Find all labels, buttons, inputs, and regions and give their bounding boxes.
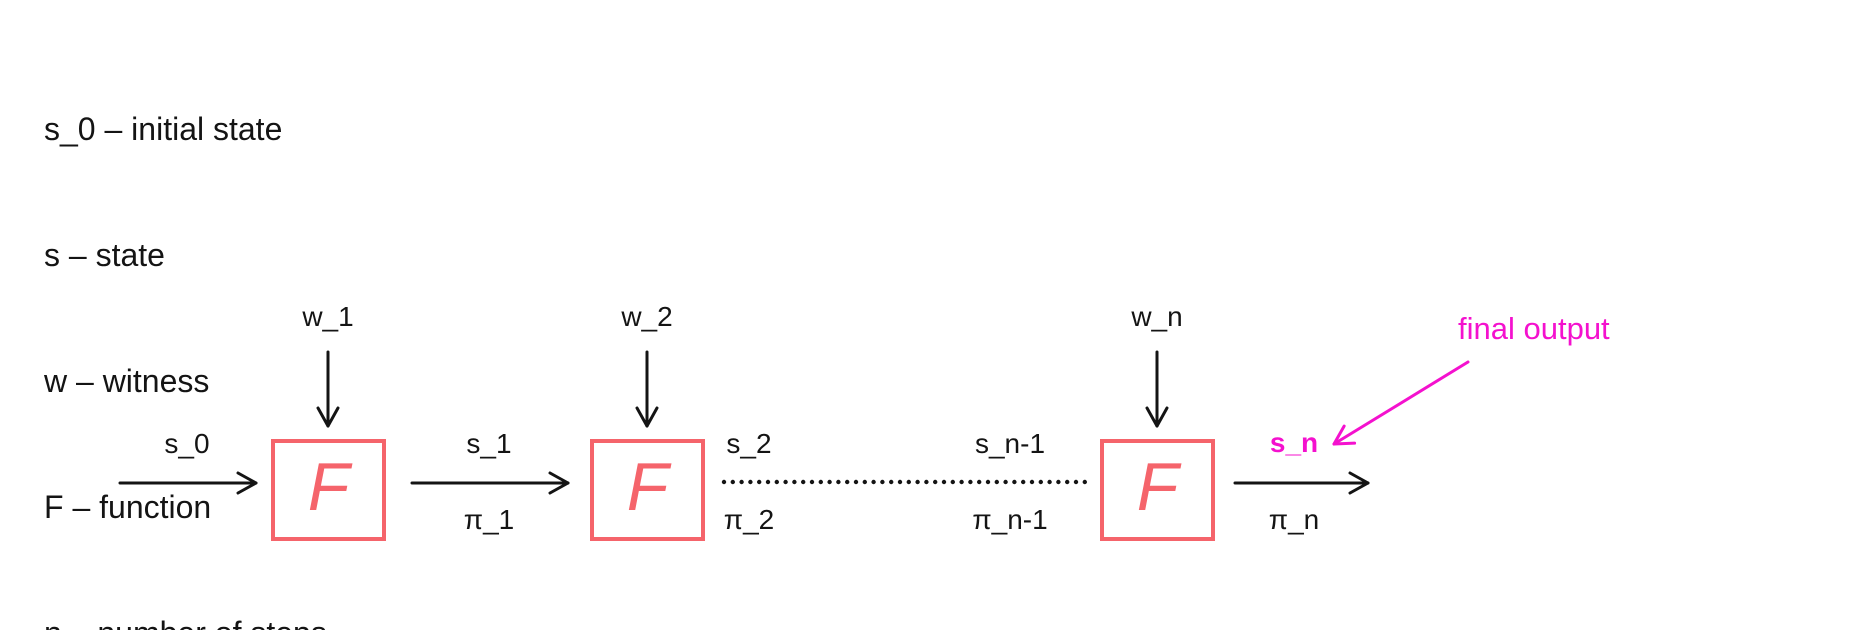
witness-label-wn: w_n xyxy=(1131,301,1183,332)
legend-line-initial-state: s_0 – initial state xyxy=(44,111,283,147)
legend-line-steps: n – number of steps xyxy=(44,612,327,630)
function-box-2-label: F xyxy=(626,449,669,525)
state-label-s2: s_2 xyxy=(726,428,772,459)
proof-label-pi2: π_2 xyxy=(723,504,775,535)
function-box-1-label: F xyxy=(307,449,350,525)
function-box-1: F xyxy=(271,439,386,541)
legend-line-function: F – function xyxy=(44,489,212,525)
function-box-n: F xyxy=(1100,439,1215,541)
state-label-sn-final: s_n xyxy=(1269,427,1319,458)
state-label-s0: s_0 xyxy=(164,428,210,459)
function-box-n-label: F xyxy=(1136,449,1179,525)
proof-label-pin-1: π_n-1 xyxy=(972,504,1048,535)
witness-label-w2: w_2 xyxy=(621,301,673,332)
state-label-s1: s_1 xyxy=(466,428,512,459)
legend-line-witness: w – witness xyxy=(44,363,210,399)
proof-label-pin: π_n xyxy=(1268,504,1320,535)
legend-line-state: s – state xyxy=(44,237,165,273)
final-output-arrow xyxy=(1332,360,1470,446)
witness-label-w1: w_1 xyxy=(302,301,354,332)
final-output-label: final output xyxy=(1458,311,1610,346)
legend: s_0 – initial state s – state w – witnes… xyxy=(44,24,327,630)
state-label-sn-1: s_n-1 xyxy=(974,428,1046,459)
proof-label-pi1: π_1 xyxy=(463,504,515,535)
function-box-2: F xyxy=(590,439,705,541)
